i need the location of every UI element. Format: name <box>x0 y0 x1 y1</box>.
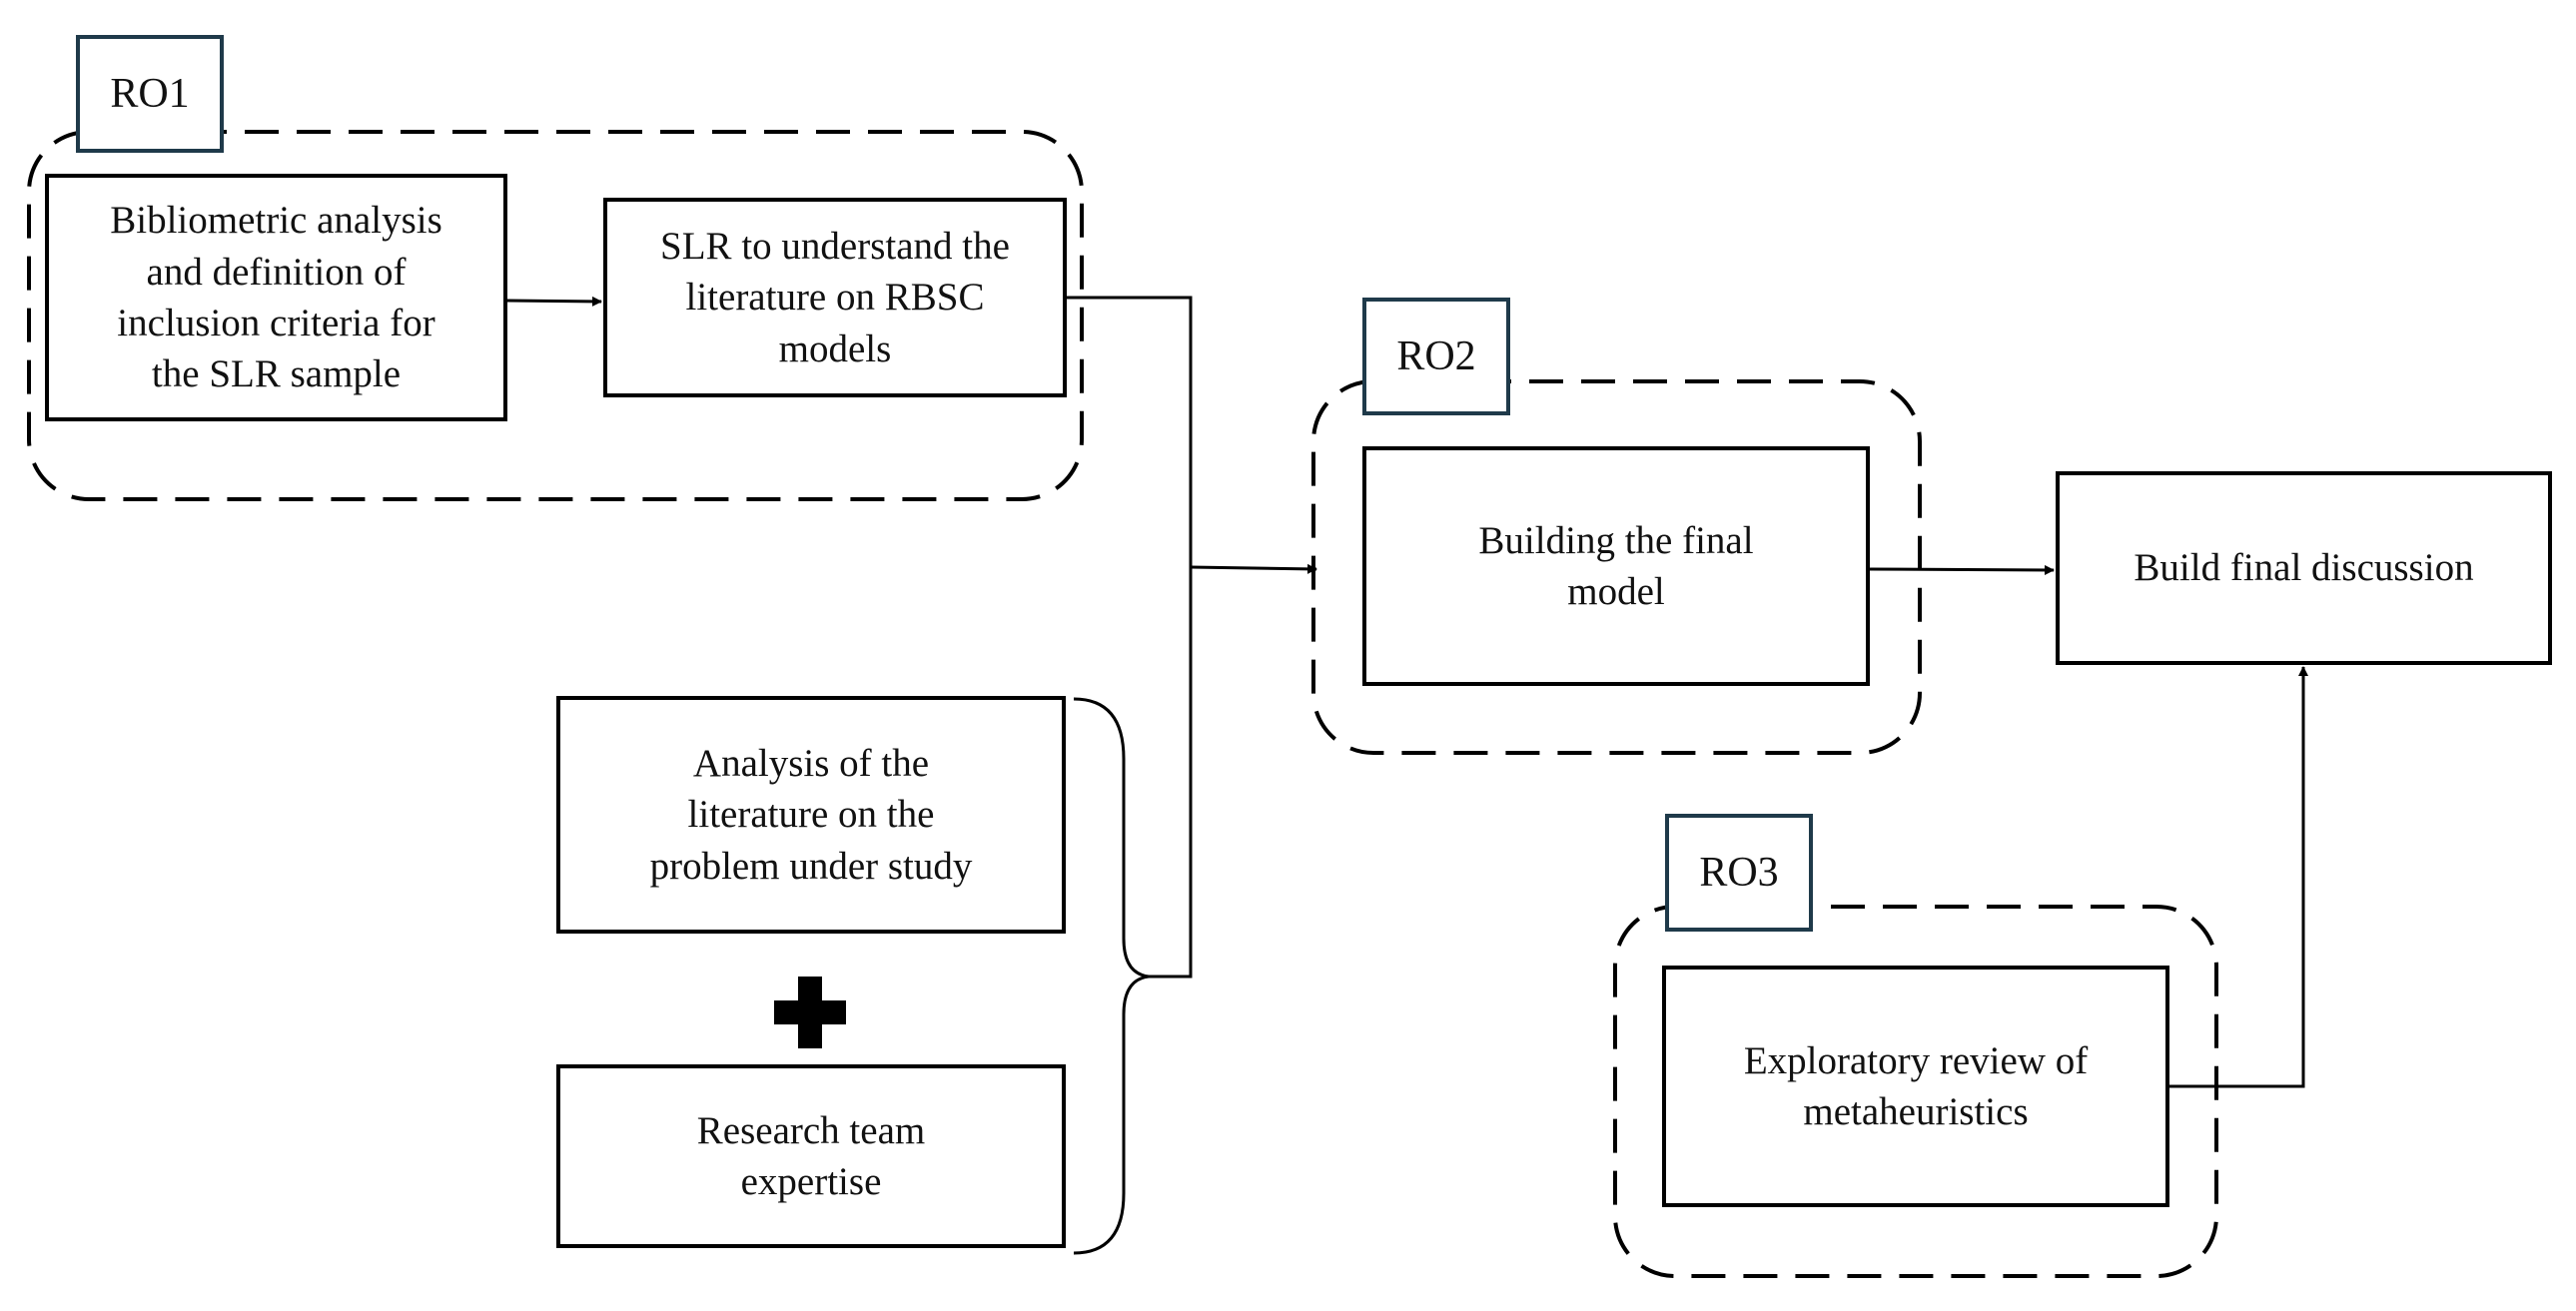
ro3-label: RO3 <box>1665 814 1813 932</box>
research-team-box: Research team expertise <box>556 1064 1066 1248</box>
ro2-label: RO2 <box>1362 298 1510 415</box>
slr-text: SLR to understand the literature on RBSC… <box>660 224 1010 370</box>
literature-analysis-text: Analysis of the literature on the proble… <box>649 741 973 888</box>
connector-slr-to-model <box>1067 296 1193 567</box>
building-model-box: Building the final model <box>1362 446 1870 686</box>
connector-exploratory-to-discussion <box>2169 666 2308 1088</box>
literature-analysis-box: Analysis of the literature on the proble… <box>556 696 1066 934</box>
research-team-text: Research team expertise <box>696 1108 926 1203</box>
curly-brace <box>1073 697 1150 1255</box>
bibliometric-analysis-text: Bibliometric analysis and definition of … <box>110 199 442 396</box>
slr-box: SLR to understand the literature on RBSC… <box>603 198 1067 397</box>
arrow-bibliometric-to-slr <box>506 296 602 307</box>
ro3-group-outline <box>1613 905 2218 1278</box>
building-model-text: Building the final model <box>1478 518 1754 613</box>
exploratory-review-text: Exploratory review of metaheuristics <box>1743 1038 2089 1133</box>
ro1-label: RO1 <box>76 35 224 153</box>
ro1-group-outline <box>27 130 1084 501</box>
bibliometric-analysis-box: Bibliometric analysis and definition of … <box>45 174 507 421</box>
plus-icon <box>774 977 846 1048</box>
connector-brace-to-model <box>1149 567 1193 979</box>
arrow-model-to-discussion <box>1869 564 2055 575</box>
arrow-to-building-model <box>1190 563 1317 574</box>
final-discussion-text: Build final discussion <box>2134 546 2474 590</box>
exploratory-review-box: Exploratory review of metaheuristics <box>1662 966 2169 1207</box>
final-discussion-box: Build final discussion <box>2056 471 2552 665</box>
